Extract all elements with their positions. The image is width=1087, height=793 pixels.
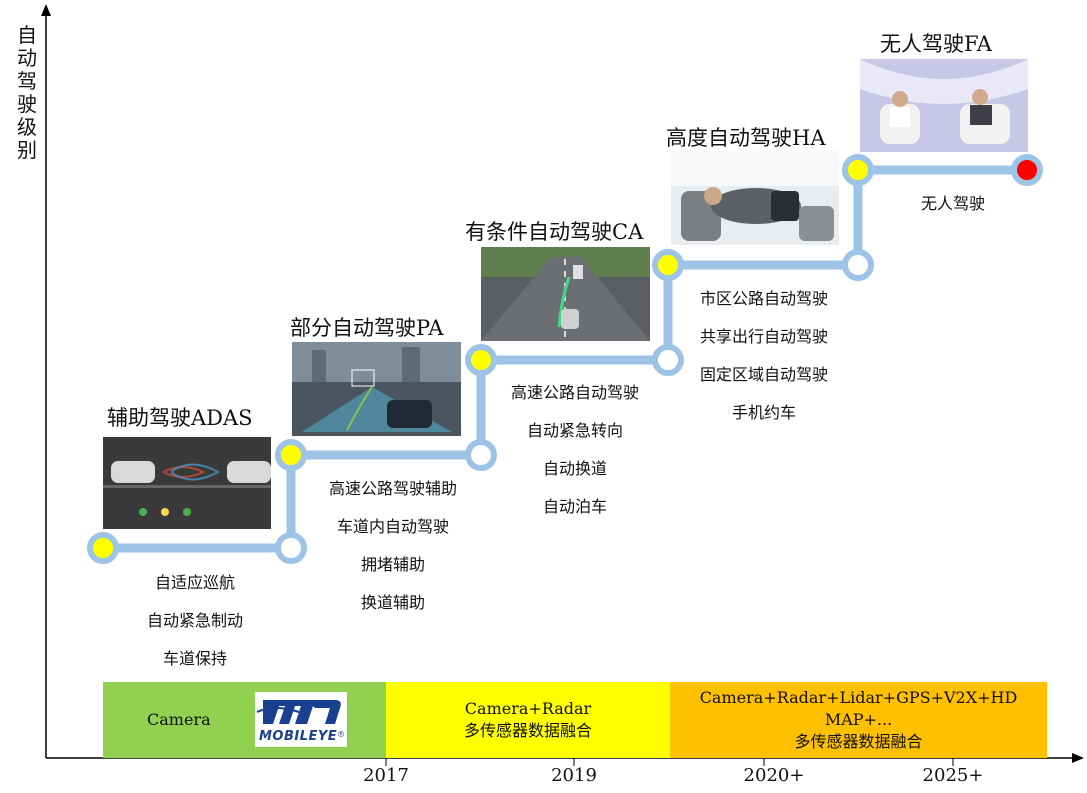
milestone-node	[652, 344, 684, 376]
registered-mark: ®	[337, 730, 345, 739]
feature-item: 手机约车	[731, 403, 796, 422]
milestone-node-active	[842, 154, 874, 186]
x-tick-label: 2019	[551, 765, 597, 786]
mobileye-logo: MOBILEYE ®	[255, 692, 347, 747]
mobileye-logo-text: MOBILEYE	[259, 729, 338, 744]
sensor-band-label: Camera+Radar	[464, 699, 592, 718]
y-axis-arrow	[41, 4, 51, 16]
fa-scene	[860, 59, 1028, 152]
mobileye-logo-mark	[256, 700, 341, 724]
milestone-node-active	[275, 439, 307, 471]
x-axis-arrow	[1072, 753, 1084, 763]
milestone-node	[465, 439, 497, 471]
level-title-fa: 无人驾驶FA	[880, 32, 992, 56]
feature-item: 车道保持	[162, 649, 227, 668]
x-tick-label: 2017	[363, 765, 409, 786]
adas-scene	[103, 437, 271, 529]
feature-item: 共享出行自动驾驶	[699, 327, 828, 346]
sensor-band-camera: Camera MOBILEYE ®	[103, 682, 386, 758]
x-tick-label: 2020+	[743, 765, 805, 786]
feature-item: 高速公路驾驶辅助	[328, 479, 457, 498]
feature-item: 无人驾驶	[920, 194, 985, 213]
feature-item: 自动紧急转向	[526, 421, 623, 440]
sensor-band-label: Camera	[147, 710, 211, 729]
feature-item: 拥堵辅助	[360, 555, 425, 574]
feature-item: 自动换道	[542, 459, 607, 478]
feature-item: 高速公路自动驾驶	[510, 383, 639, 402]
feature-list-ca: 高速公路自动驾驶 自动紧急转向 自动换道 自动泊车	[500, 374, 650, 526]
milestone-node-active	[87, 532, 119, 564]
sensor-band-fusion-label: 多传感器数据融合	[463, 721, 592, 740]
milestone-node-active	[652, 249, 684, 281]
feature-item: 车道内自动驾驶	[336, 517, 449, 536]
ha-image	[671, 151, 839, 245]
feature-list-adas: 自适应巡航 自动紧急制动 车道保持	[120, 564, 270, 678]
milestone-node	[842, 249, 874, 281]
y-axis-label: 自动驾驶级别	[17, 23, 37, 162]
feature-item: 自适应巡航	[154, 573, 235, 592]
level-title-pa: 部分自动驾驶PA	[290, 316, 444, 340]
pa-scene	[292, 342, 461, 436]
level-title-ca: 有条件自动驾驶CA	[465, 220, 644, 244]
feature-list-ha: 市区公路自动驾驶 共享出行自动驾驶 固定区域自动驾驶 手机约车	[688, 280, 840, 432]
feature-list-fa: 无人驾驶	[878, 185, 1028, 223]
feature-item: 换道辅助	[360, 593, 425, 612]
milestone-node-final	[1011, 154, 1043, 186]
feature-item: 固定区域自动驾驶	[699, 365, 828, 384]
sensor-band-fusion-label: 多传感器数据融合	[794, 732, 923, 751]
feature-list-pa: 高速公路驾驶辅助 车道内自动驾驶 拥堵辅助 换道辅助	[318, 470, 468, 622]
level-title-adas: 辅助驾驶ADAS	[107, 406, 253, 430]
sensor-band-full-suite: Camera+Radar+Lidar+GPS+V2X+HD MAP+... 多传…	[670, 682, 1047, 758]
ha-scene	[671, 151, 839, 245]
ca-scene	[481, 247, 650, 341]
staircase-line	[103, 165, 1027, 553]
level-title-ha: 高度自动驾驶HA	[666, 126, 826, 150]
milestone-node-active	[465, 344, 497, 376]
adas-image	[103, 437, 271, 529]
ca-image	[481, 247, 650, 341]
x-tick-label: 2025+	[922, 765, 984, 786]
feature-item: 自动紧急制动	[146, 611, 243, 630]
feature-item: 自动泊车	[542, 497, 607, 516]
milestone-node	[275, 532, 307, 564]
pa-image	[292, 342, 461, 436]
sensor-band-camera-radar: Camera+Radar 多传感器数据融合	[386, 682, 670, 758]
fa-image	[860, 59, 1028, 152]
feature-item: 市区公路自动驾驶	[699, 289, 828, 308]
sensor-band-label: Camera+Radar+Lidar+GPS+V2X+HD MAP+...	[699, 688, 1018, 729]
